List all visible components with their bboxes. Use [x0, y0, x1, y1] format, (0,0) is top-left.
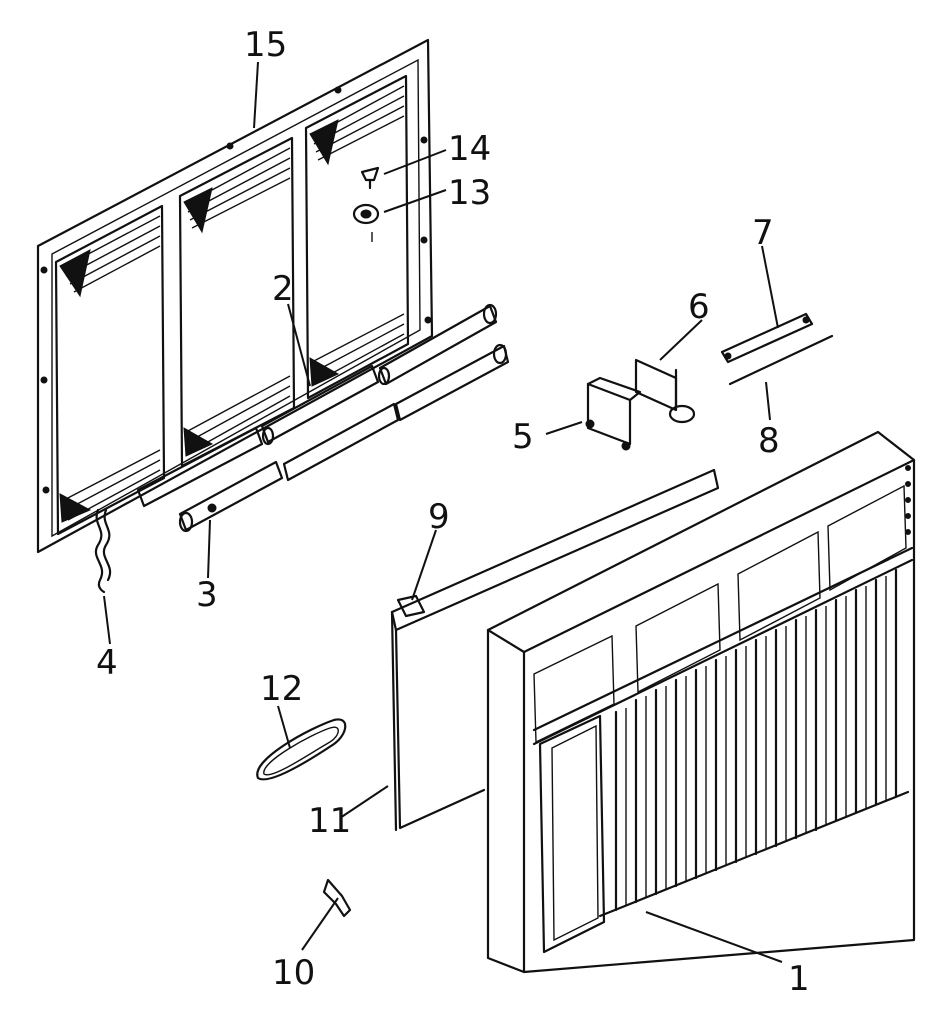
part-11-panel — [390, 468, 720, 832]
part-5-hinge-bracket — [585, 376, 642, 451]
leader-lines — [103, 61, 783, 963]
callout-13: 13 — [448, 173, 491, 213]
part-9-latch — [396, 594, 426, 618]
callout-5: 5 — [512, 417, 534, 457]
part-13-nut — [352, 203, 380, 242]
callout-7: 7 — [752, 213, 774, 253]
part-6-hinge-bracket — [634, 358, 696, 424]
part-7-rail — [720, 312, 814, 364]
part-15-grille-frame — [36, 38, 434, 554]
callout-11: 11 — [308, 801, 351, 841]
part-8-rod — [728, 334, 834, 386]
callout-15: 15 — [244, 25, 287, 65]
callout-8: 8 — [758, 421, 780, 461]
part-14-screw — [360, 166, 380, 190]
callout-1: 1 — [788, 959, 810, 999]
callout-9: 9 — [428, 497, 450, 537]
callout-3: 3 — [196, 575, 218, 615]
callout-6: 6 — [688, 287, 710, 327]
part-12-gasket — [256, 718, 347, 781]
callout-2: 2 — [272, 269, 294, 309]
callout-12: 12 — [260, 669, 303, 709]
callout-10: 10 — [272, 953, 315, 993]
part-1-front-cabinet — [486, 430, 916, 974]
part-2-brackets — [136, 303, 510, 508]
part-4-clip — [94, 508, 112, 594]
part-3-bracket — [178, 460, 284, 533]
callout-4: 4 — [96, 643, 118, 683]
part-10-wing-nut — [322, 878, 352, 918]
callouts: 15 14 13 2 6 7 8 5 9 3 4 12 11 10 1 — [96, 25, 810, 999]
callout-14: 14 — [448, 129, 491, 169]
